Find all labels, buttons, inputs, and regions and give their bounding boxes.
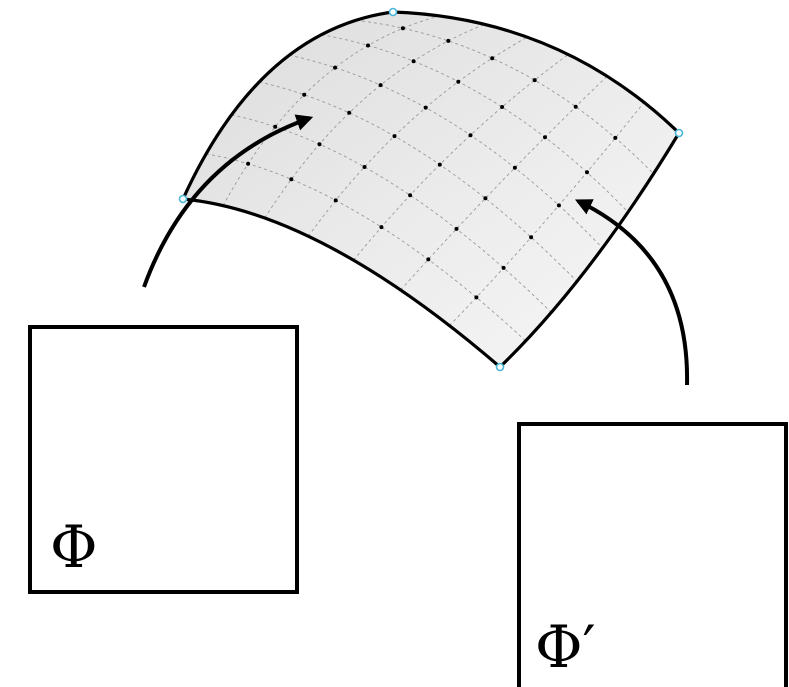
surface-grid-point [362, 165, 367, 169]
surface-grid-point [347, 110, 352, 115]
surface-patch [178, 7, 684, 372]
surface-grid-point [437, 162, 442, 167]
surface-grid-lines-u [222, 15, 645, 326]
surface-grid-line-u [400, 75, 608, 291]
surface-grid-point [556, 203, 561, 208]
surface-grid-point [501, 265, 506, 270]
chart-domain-right: Φ′ [517, 422, 788, 687]
surface-grid-point [423, 105, 428, 110]
corner-marker-bottom [495, 362, 505, 372]
map-arrow-right [574, 199, 690, 386]
surface-grid-point [512, 165, 517, 170]
surface-grid-line-v [321, 34, 629, 213]
corner-marker-right [674, 128, 684, 138]
surface-grid-line-u [222, 15, 440, 206]
chart-label-left: Φ [50, 513, 98, 581]
surface-grid-point [573, 104, 578, 109]
surface-corner-markers [178, 7, 684, 372]
surface-grid-point [483, 196, 488, 201]
surface-grid-point [289, 177, 294, 182]
chart-box-right [517, 422, 788, 687]
surface-grid-point [411, 59, 416, 64]
chart-domain-left: Φ [28, 325, 299, 594]
surface-grid-point [317, 142, 322, 147]
surface-grid-point [585, 170, 589, 175]
surface-grid-point [392, 134, 397, 139]
surface-grid-line-v [259, 81, 578, 282]
surface-grid-point [456, 79, 461, 84]
surface-grid-line-v [206, 153, 527, 342]
surface-grid-line-v [289, 54, 603, 249]
surface-grid-point [408, 193, 413, 198]
surface-grid-point [378, 83, 383, 88]
surface-grid-point [426, 257, 431, 262]
map-arrow-left [142, 114, 314, 288]
surface-grid-point [529, 235, 534, 240]
surface-grid-point [446, 38, 451, 43]
chart-box-left [28, 325, 299, 594]
surface-grid-line-v [231, 114, 552, 313]
surface-grid-point [454, 226, 459, 231]
surface-grid-point [379, 225, 384, 230]
surface-grid-point [543, 135, 547, 140]
surface-grid-line-u [264, 23, 485, 219]
surface-grid-line-v [356, 19, 654, 175]
surface-grid-point [400, 26, 405, 31]
surface-grid-point [333, 65, 338, 70]
surface-grid-lines-v [206, 19, 654, 342]
surface-grid-point [366, 43, 370, 48]
surface-grid-point [273, 124, 278, 129]
chart-label-right: Φ′ [535, 613, 596, 681]
surface-grid-points [246, 26, 618, 300]
surface-grid-point [613, 135, 618, 140]
surface-grid-line-u [353, 54, 569, 261]
surface-grid-point [302, 92, 307, 97]
surface-grid-point [490, 56, 495, 61]
surface-grid-point [333, 198, 338, 203]
surface-grid-point [474, 295, 479, 300]
corner-marker-left [178, 194, 188, 204]
surface-grid-point [468, 133, 473, 138]
surface-grid-point [246, 161, 251, 166]
surface-fill [183, 12, 679, 367]
surface-grid-point [532, 78, 537, 83]
surface-grid-point [500, 105, 505, 109]
corner-marker-top [388, 7, 398, 17]
